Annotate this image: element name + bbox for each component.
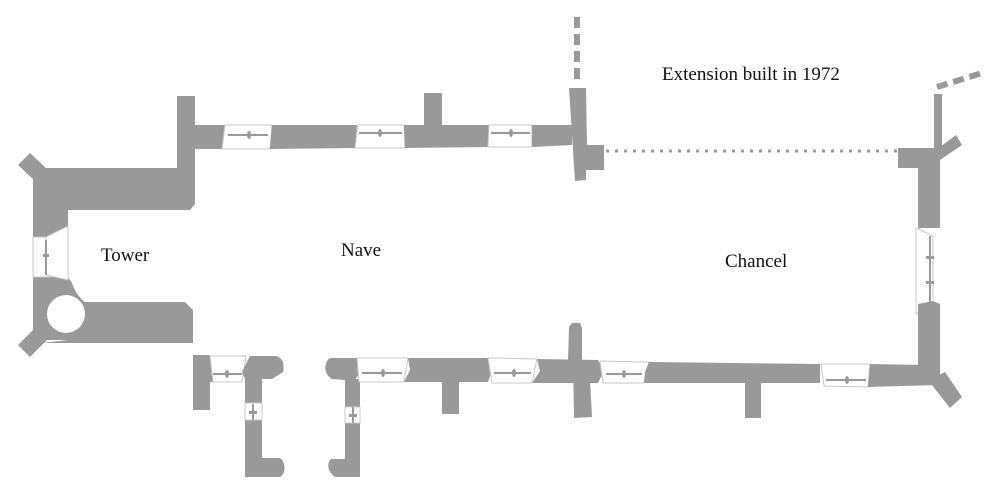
chancel-south-buttress xyxy=(745,381,761,418)
tower-buttress-nw xyxy=(18,153,48,182)
tower-buttress-sw xyxy=(18,327,48,357)
tower-north-wall xyxy=(33,96,195,237)
porch-west-wall xyxy=(242,356,285,477)
chancel-south-window-2 xyxy=(820,363,871,388)
chancel-east-wall xyxy=(898,94,962,408)
porch-window-west xyxy=(209,355,247,383)
label-chancel: Chancel xyxy=(725,251,787,272)
nave-south-buttress-1 xyxy=(442,382,459,414)
nave-north-window-1 xyxy=(221,124,273,150)
extension-wall-stub xyxy=(934,94,942,156)
label-tower: Tower xyxy=(101,245,150,266)
extension-dashed-wall-east xyxy=(936,70,983,90)
extension xyxy=(574,17,983,153)
porch-east-wall xyxy=(325,358,362,477)
label-nave: Nave xyxy=(341,240,381,261)
chancel-arch-north xyxy=(569,88,604,181)
south-wall xyxy=(205,323,940,477)
stair-turret xyxy=(47,295,85,333)
chancel-buttress-ne xyxy=(936,135,962,160)
label-extension: Extension built in 1972 xyxy=(662,64,840,85)
tower-walls xyxy=(18,96,210,410)
nave-north-wall xyxy=(195,88,604,181)
nave-north-pier xyxy=(424,93,442,126)
chancel-arch-south xyxy=(568,323,592,418)
